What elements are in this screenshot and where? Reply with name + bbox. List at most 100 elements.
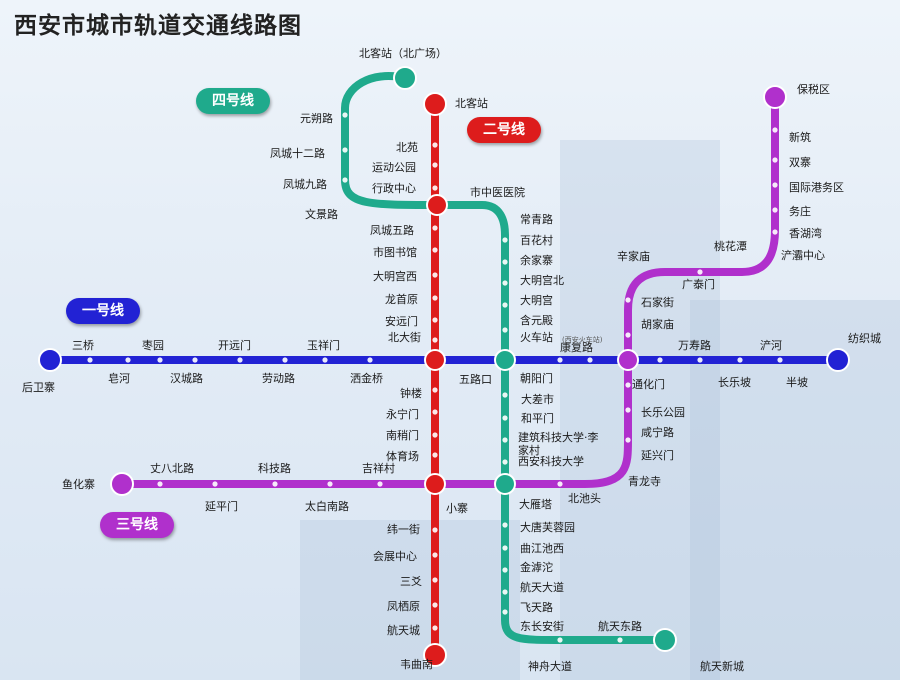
station-label[interactable]: 大雁塔 <box>519 498 552 511</box>
station-label[interactable]: 科技路 <box>258 462 291 475</box>
station-label[interactable]: 半坡 <box>786 376 808 389</box>
station-label[interactable]: 丈八北路 <box>150 462 194 475</box>
station-label[interactable]: 神舟大道 <box>528 660 572 673</box>
station-label[interactable]: 航天大道 <box>520 581 564 594</box>
station-label[interactable]: 龙首原 <box>385 293 418 306</box>
station-label[interactable]: 常青路 <box>520 213 553 226</box>
station-label[interactable]: 北客站 <box>455 97 488 110</box>
station-label[interactable]: 文景路 <box>305 208 338 221</box>
station-label[interactable]: 延平门 <box>205 500 238 513</box>
station-label[interactable]: 五路口 <box>459 373 492 386</box>
station-label[interactable]: 航天新城 <box>700 660 744 673</box>
station-label[interactable]: 北苑 <box>396 141 418 154</box>
station-label[interactable]: 咸宁路 <box>641 426 674 439</box>
station-label[interactable]: 广泰门 <box>682 278 715 291</box>
station-dot <box>432 625 438 631</box>
station-label[interactable]: 凤城十二路 <box>270 147 325 160</box>
line1-badge[interactable]: 一号线 <box>66 298 140 324</box>
station-label[interactable]: 钟楼 <box>400 387 422 400</box>
station-label[interactable]: 汉城路 <box>170 372 203 385</box>
station-label[interactable]: 桃花潭 <box>714 240 747 253</box>
station-label[interactable]: 含元殿 <box>520 314 553 327</box>
station-label[interactable]: 小寨 <box>446 502 468 515</box>
line2-badge[interactable]: 二号线 <box>467 117 541 143</box>
station-label[interactable]: 洒金桥 <box>350 372 383 385</box>
station-label[interactable]: 万寿路 <box>678 339 711 352</box>
station-label[interactable]: 通化门 <box>632 378 665 391</box>
station-label[interactable]: 凤栖原 <box>387 600 420 613</box>
station-label[interactable]: 曲江池西 <box>520 542 564 555</box>
station-dot <box>377 481 383 487</box>
line4-badge[interactable]: 四号线 <box>196 88 270 114</box>
station-label[interactable]: 新筑 <box>789 131 811 144</box>
station-dot <box>432 337 438 343</box>
station-dot <box>327 481 333 487</box>
station-label[interactable]: 南稍门 <box>386 429 419 442</box>
station-label[interactable]: 辛家庙 <box>617 250 650 263</box>
station-label[interactable]: 玉祥门 <box>307 339 340 352</box>
station-label[interactable]: 安远门 <box>385 315 418 328</box>
station-label[interactable]: 务庄 <box>789 205 811 218</box>
station-label[interactable]: 长乐公园 <box>641 406 685 419</box>
station-label[interactable]: 大唐芙蓉园 <box>520 521 575 534</box>
station-label[interactable]: 航天城 <box>387 624 420 637</box>
station-label[interactable]: 开远门 <box>218 339 251 352</box>
station-label[interactable]: 飞天路 <box>520 601 553 614</box>
station-label[interactable]: 吉祥村 <box>362 462 395 475</box>
station-label[interactable]: 太白南路 <box>305 500 349 513</box>
station-label[interactable]: 会展中心 <box>373 550 417 563</box>
station-label[interactable]: 皂河 <box>108 372 130 385</box>
line3-badge[interactable]: 三号线 <box>100 512 174 538</box>
station-label[interactable]: 长乐坡 <box>718 376 751 389</box>
station-label[interactable]: 市中医医院 <box>470 186 525 199</box>
station-label[interactable]: 元朔路 <box>300 112 333 125</box>
station-label[interactable]: 延兴门 <box>641 449 674 462</box>
station-label[interactable]: 东长安街 <box>520 620 564 633</box>
station-label[interactable]: 北大街 <box>388 331 421 344</box>
station-label[interactable]: 凤城五路 <box>370 224 414 237</box>
station-label[interactable]: 石家街 <box>641 296 674 309</box>
station-label[interactable]: 韦曲南 <box>400 658 433 671</box>
station-label[interactable]: 胡家庙 <box>641 318 674 331</box>
station-label[interactable]: 康复路 <box>560 341 593 354</box>
station-label[interactable]: 三爻 <box>400 575 422 588</box>
station-label[interactable]: 大明宫 <box>520 294 553 307</box>
station-label[interactable]: 凤城九路 <box>283 178 327 191</box>
station-label[interactable]: 劳动路 <box>262 372 295 385</box>
station-label[interactable]: 北客站（北广场） <box>359 47 447 60</box>
station-label[interactable]: 大明宫北 <box>520 274 564 287</box>
station-label[interactable]: 鱼化寨 <box>62 478 95 491</box>
station-label[interactable]: 余家寨 <box>520 254 553 267</box>
transfer-station <box>494 349 516 371</box>
station-dot <box>502 280 508 286</box>
station-label[interactable]: 建筑科技大学·李家村 <box>518 431 599 457</box>
station-label[interactable]: 青龙寺 <box>628 475 661 488</box>
station-label[interactable]: 纺织城 <box>848 332 881 345</box>
station-label[interactable]: 运动公园 <box>372 161 416 174</box>
station-label[interactable]: 纬一街 <box>387 523 420 536</box>
station-label[interactable]: 行政中心 <box>372 182 416 195</box>
station-label[interactable]: 百花村 <box>520 234 553 247</box>
station-label[interactable]: 大差市 <box>521 393 554 406</box>
station-label[interactable]: 双寨 <box>789 156 811 169</box>
station-label[interactable]: 大明宫西 <box>373 270 417 283</box>
station-label[interactable]: 西安科技大学 <box>518 455 584 468</box>
station-label[interactable]: 保税区 <box>797 83 830 96</box>
station-label[interactable]: 火车站 <box>520 331 553 344</box>
station-label[interactable]: 浐河 <box>760 339 782 352</box>
station-label[interactable]: 枣园 <box>142 339 164 352</box>
station-label[interactable]: 航天东路 <box>598 620 642 633</box>
station-label[interactable]: 体育场 <box>386 450 419 463</box>
station-label[interactable]: 永宁门 <box>386 408 419 421</box>
station-label[interactable]: 金滹沱 <box>520 561 553 574</box>
station-label[interactable]: 后卫寨 <box>22 381 55 394</box>
station-label[interactable]: 国际港务区 <box>789 181 844 194</box>
station-label[interactable]: 北池头 <box>568 492 601 505</box>
station-label[interactable]: 朝阳门 <box>520 372 553 385</box>
station-dot <box>502 392 508 398</box>
station-label[interactable]: 市图书馆 <box>373 246 417 259</box>
station-label[interactable]: 浐灞中心 <box>781 249 825 262</box>
station-label[interactable]: 和平门 <box>521 412 554 425</box>
station-label[interactable]: 香湖湾 <box>789 227 822 240</box>
station-label[interactable]: 三桥 <box>72 339 94 352</box>
